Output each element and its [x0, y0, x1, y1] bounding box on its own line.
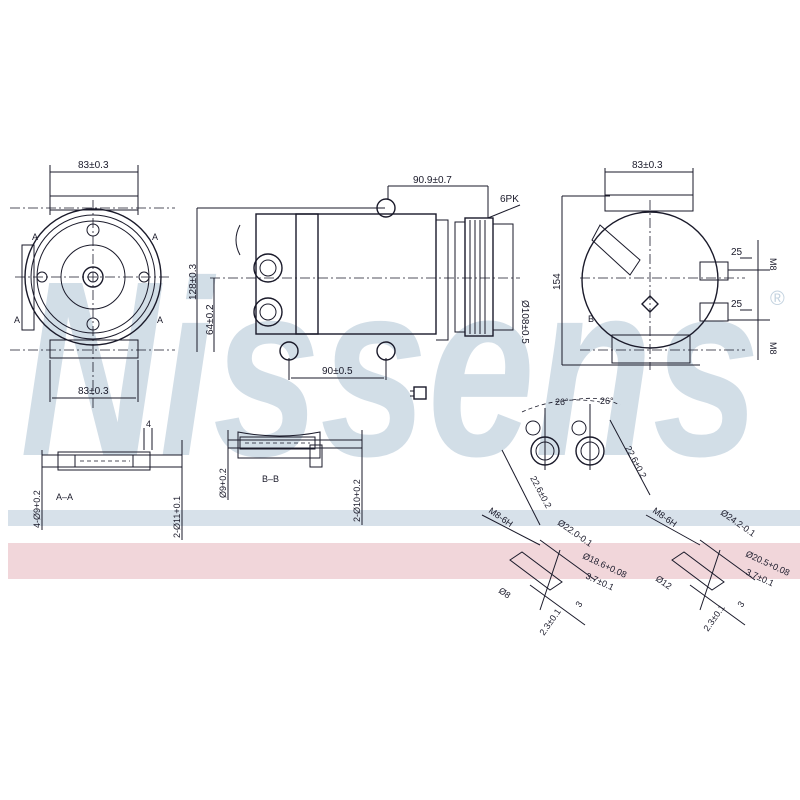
front-dim-top: 83±0.3: [78, 160, 109, 171]
side-dim-bottom: 90±0.5: [322, 366, 353, 377]
pulley-diameter: Ø108±0.5: [519, 300, 530, 344]
fitting-right-len3: 3: [735, 599, 746, 609]
connector-icon: [410, 386, 427, 400]
section-aa-dim-left: 4-Ø9+0.2: [32, 490, 42, 528]
port-angle-left: 26°: [555, 397, 569, 407]
fitting-left-detail: M8-6H Ø22.0-0.1 Ø18.6+0.08 3.7±0.1 Ø8 2.…: [481, 505, 628, 637]
section-mark-a: A: [32, 232, 38, 242]
section-a-a: 4 A–A 4-Ø9+0.2 2-Ø11+0.1: [32, 419, 183, 540]
section-mark-a: A: [152, 232, 158, 242]
registered-mark: ®: [770, 288, 785, 310]
fitting-left-thread: M8-6H: [487, 505, 515, 529]
port-lower-length: 25: [731, 299, 743, 310]
fitting-left-len2: 2.3±0.1: [537, 607, 562, 637]
port-angle-right: 26°: [600, 396, 614, 406]
section-bb-dim-left: Ø9+0.2: [218, 468, 228, 498]
fitting-right-len2: 2.3±0.1: [701, 603, 726, 633]
section-mark-a: A: [14, 315, 20, 325]
side-dim-height: 128±0.3: [188, 263, 199, 300]
side-dim-mount: 64±0.2: [205, 304, 216, 335]
fitting-left-len3: 3: [573, 599, 584, 609]
fitting-right-d1: Ø24.2-0.1: [719, 507, 758, 538]
section-aa-title: A–A: [56, 492, 73, 502]
section-mark-a: A: [157, 315, 163, 325]
section-mark-b: B: [588, 314, 594, 324]
belt-label: 6PK: [500, 194, 519, 205]
rear-view: 83±0.3 25 25 M8 M8 M8 154 B: [552, 160, 778, 370]
watermark-text: Nissens: [20, 229, 760, 508]
fitting-left-d3: Ø8: [497, 585, 513, 600]
rear-dim-top: 83±0.3: [632, 160, 663, 171]
thread-lower: M8: [768, 342, 778, 355]
side-dim-top: 90.9±0.7: [413, 175, 452, 186]
section-bb-dim-right: 2-Ø10+0.2: [352, 479, 362, 522]
front-view: 83±0.3 A A A A 83±0.3: [10, 160, 175, 410]
watermark-band-blue: [8, 510, 800, 526]
section-bb-title: B–B: [262, 474, 279, 484]
fitting-left-d1: Ø22.0-0.1: [556, 517, 595, 548]
section-b-b: B–B Ø9+0.2 2-Ø10+0.2: [218, 430, 363, 525]
watermark-band-pink: [8, 543, 800, 579]
side-view: 90.9±0.7 6PK 128±0.3 64±0.2 Ø108±0.5 90±…: [188, 175, 530, 400]
thread-upper: M8: [768, 258, 778, 271]
fitting-left-len1: 3.7±0.1: [584, 571, 615, 593]
fitting-right-d3: Ø12: [654, 573, 674, 591]
front-dim-bottom: 83±0.3: [78, 386, 109, 397]
section-aa-width: 4: [146, 419, 151, 429]
port-upper-length: 25: [731, 247, 743, 258]
fitting-right-detail: M8-6H Ø24.2-0.1 Ø20.5+0.08 3.7±0.1 Ø12 2…: [645, 505, 791, 633]
section-aa-dim-right: 2-Ø11+0.1: [172, 496, 182, 538]
rear-dim-height: 154: [552, 273, 563, 290]
